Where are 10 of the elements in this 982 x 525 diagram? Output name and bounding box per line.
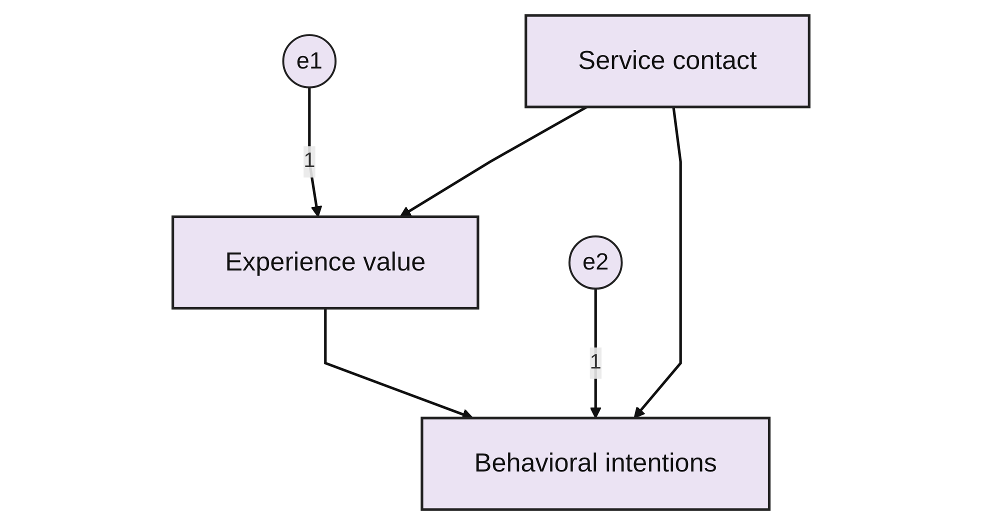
node-box: Behavioral intentions (420, 416, 771, 511)
edge-label: 1 (304, 150, 316, 172)
node-box: Service contact (524, 14, 810, 108)
node-box: Experience value (172, 215, 480, 310)
arrow (634, 106, 682, 419)
arrow (590, 288, 602, 419)
node-circle: e2 (568, 235, 623, 290)
edge-label: 1 (590, 351, 602, 374)
arrow (400, 106, 588, 218)
node-circle: e1 (282, 34, 337, 88)
